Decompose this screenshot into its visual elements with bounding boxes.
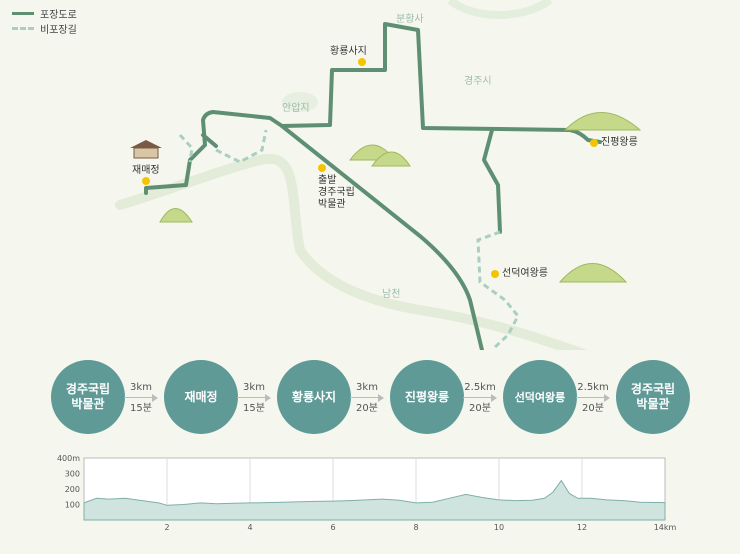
elevation-x-tick: 4 xyxy=(247,523,252,532)
stop-label-line1: 황룡사지 xyxy=(291,389,337,404)
label-start-line1: 출발 xyxy=(318,175,337,186)
legend-unpaved-label: 비포장길 xyxy=(40,25,77,36)
segment-distance: 2.5km xyxy=(577,382,609,393)
arrow-icon xyxy=(124,394,158,402)
arrow-icon xyxy=(237,394,271,402)
legend-paved-label: 포장도로 xyxy=(40,10,77,21)
elevation-y-tick: 400m xyxy=(57,454,80,463)
segment-time: 20분 xyxy=(582,403,604,414)
elevation-x-tick: 6 xyxy=(330,523,335,532)
segment-2: 3km 15분 xyxy=(237,381,271,415)
unpaved-path-west xyxy=(178,133,194,163)
segment-distance: 2.5km xyxy=(464,382,496,393)
segment-1: 3km 15분 xyxy=(124,381,158,415)
elevation-plot-area xyxy=(83,457,666,521)
label-seondeok: 선덕여왕릉 xyxy=(502,268,548,279)
paved-road-branch xyxy=(201,133,218,148)
label-gyeongjusi: 경주시 xyxy=(464,76,492,87)
paved-swatch xyxy=(12,12,34,15)
stop-label-line1: 재매정 xyxy=(184,389,218,404)
segment-distance: 3km xyxy=(130,382,152,393)
legend-paved: 포장도로 xyxy=(12,6,77,21)
segment-distance: 3km xyxy=(356,382,378,393)
legend-unpaved: 비포장길 xyxy=(12,21,77,36)
label-jinpyeong: 진평왕릉 xyxy=(601,137,638,148)
elevation-y-tick: 200 xyxy=(65,485,80,494)
pavilion-icon xyxy=(130,140,162,159)
top-arc xyxy=(447,0,553,20)
stop-jaemaejeong: 재매정 xyxy=(164,360,238,434)
location-dot-seondeok xyxy=(491,270,499,278)
label-hwangnyongsaji: 황룡사지 xyxy=(330,46,367,57)
stop-label-line1: 선덕여왕릉 xyxy=(514,390,566,404)
stop-label-line1: 진평왕릉 xyxy=(404,389,450,404)
hill-icon xyxy=(159,112,642,283)
location-dot-jaemaejeong xyxy=(142,177,150,185)
anapji-pond xyxy=(282,92,318,112)
stop-label-line1: 경주국립 xyxy=(630,382,676,396)
label-anapji: 안압지 xyxy=(282,103,310,114)
location-dot-hwangnyongsaji xyxy=(358,58,366,66)
stop-jinpyeong: 진평왕릉 xyxy=(390,360,464,434)
elevation-x-tick: 10 xyxy=(494,523,504,532)
elevation-x-tick: 14km xyxy=(654,523,677,532)
paved-road-south xyxy=(482,128,502,234)
stop-label-line1: 경주국립 xyxy=(65,382,111,396)
elevation-x-tick: 8 xyxy=(413,523,418,532)
paved-road-diagonal xyxy=(280,124,484,350)
arrow-icon xyxy=(576,394,610,402)
label-start-line3: 박물관 xyxy=(318,199,346,210)
elevation-x-tick: 2 xyxy=(164,523,169,532)
stop-hwangnyongsaji: 황룡사지 xyxy=(277,360,351,434)
unpaved-path-seondeok xyxy=(476,230,520,350)
stop-seondeok: 선덕여왕릉 xyxy=(503,360,577,434)
label-jaemaejeong: 재매정 xyxy=(132,165,160,176)
elevation-x-tick: 12 xyxy=(577,523,587,532)
segment-distance: 3km xyxy=(243,382,265,393)
segment-time: 20분 xyxy=(356,403,378,414)
route-map xyxy=(115,0,642,350)
segment-5: 2.5km 20분 xyxy=(576,381,610,415)
segment-time: 20분 xyxy=(469,403,491,414)
arrow-icon xyxy=(463,394,497,402)
map-legend: 포장도로 비포장길 xyxy=(12,6,77,36)
label-start-line2: 경주국립 xyxy=(318,187,355,198)
location-dot-start xyxy=(318,164,326,172)
elevation-profile xyxy=(83,479,666,521)
segment-4: 2.5km 20분 xyxy=(463,381,497,415)
label-start: 출발 경주국립 박물관 xyxy=(318,175,355,211)
paved-road xyxy=(144,22,602,195)
elevation-y-tick: 300 xyxy=(65,470,80,479)
segment-time: 15분 xyxy=(243,403,265,414)
label-namcheon: 남천 xyxy=(382,289,401,300)
label-bunhwangsa: 분황사 xyxy=(396,14,424,25)
elevation-y-tick: 100 xyxy=(65,501,80,510)
arrow-icon xyxy=(350,394,384,402)
segment-3: 3km 20분 xyxy=(350,381,384,415)
unpaved-swatch xyxy=(12,27,34,30)
stop-label-line2: 박물관 xyxy=(71,397,105,411)
stop-label-line2: 박물관 xyxy=(636,397,670,411)
segment-time: 15분 xyxy=(130,403,152,414)
unpaved-path-anapji xyxy=(215,129,268,164)
location-dot-jinpyeong xyxy=(590,139,598,147)
